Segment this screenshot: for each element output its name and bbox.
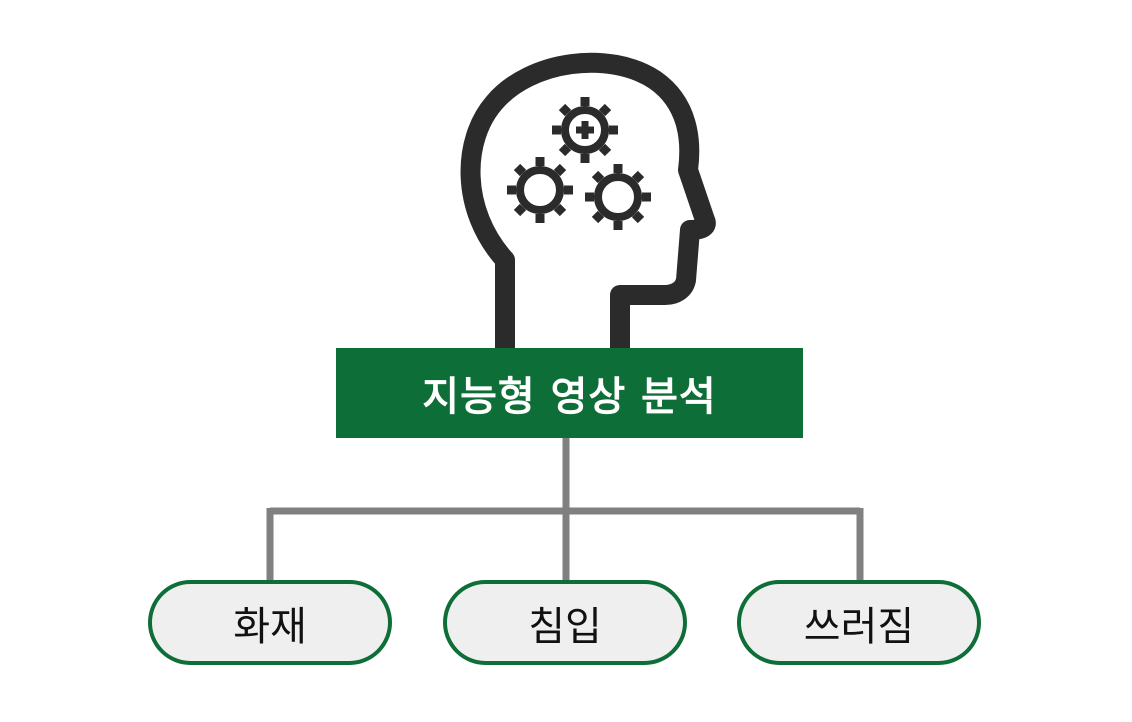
diagram-title: 지능형 영상 분석 — [422, 374, 717, 420]
category-pill-intrusion: 침입 — [443, 580, 687, 665]
category-label: 쓰러짐 — [803, 603, 915, 650]
gear-top-icon — [552, 97, 618, 163]
category-label: 화재 — [233, 603, 307, 650]
gear-right-icon — [585, 164, 651, 230]
category-pill-fall: 쓰러짐 — [737, 580, 981, 665]
title-box: 지능형 영상 분석 — [336, 348, 803, 438]
category-pill-fire: 화재 — [148, 580, 392, 665]
category-label: 침입 — [528, 603, 602, 650]
head-outline — [460, 52, 716, 348]
gear-left-icon — [507, 157, 573, 223]
